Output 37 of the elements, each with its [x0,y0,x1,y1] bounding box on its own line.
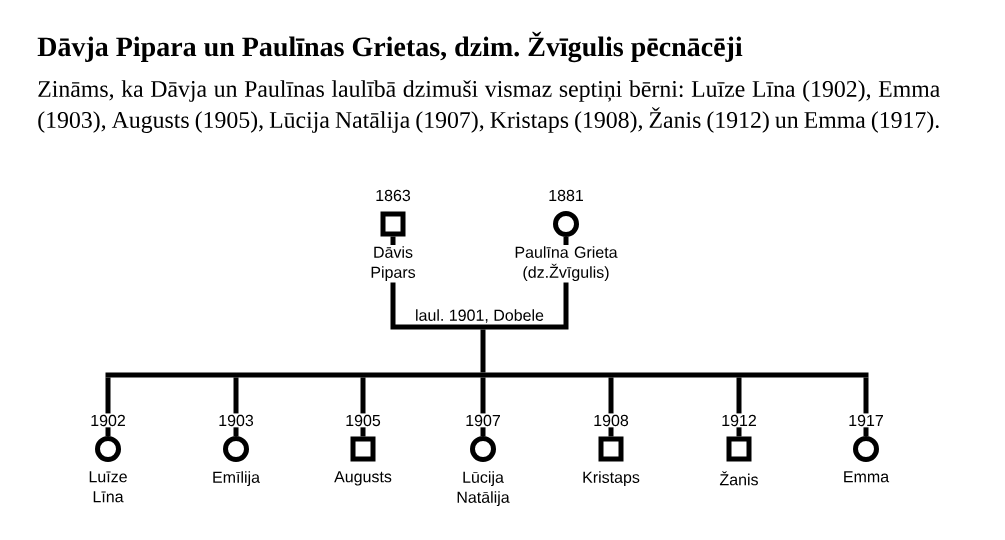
year-label: 1903 [219,414,254,427]
sibling-line [739,372,869,378]
descent-line [863,377,869,414]
sibling-line [483,372,611,378]
descent-line [360,377,366,414]
descent-line [480,377,486,414]
sibling-line [105,372,236,378]
edge-label: laul. 1901, Dobele [416,309,544,323]
year-label: 1917 [849,414,883,427]
name-label: Emīlija [213,471,260,487]
name-label: Žanis [719,471,758,486]
year-label: 1912 [722,414,756,427]
year-label: 1907 [466,414,500,427]
marriage-line [483,282,569,330]
descent-line [105,377,111,414]
sibling-line [611,372,739,378]
year-label: 1863 [376,189,411,202]
name-label: Augusts [334,471,392,486]
descent-line [736,377,742,414]
year-label: 1881 [549,189,583,202]
descent-line [480,329,486,373]
name-label: Paulīna Grieta (dz.Žvīgulis) [515,246,618,282]
name-label: Emma [844,471,890,483]
sibling-line [236,372,363,378]
year-label: 1905 [346,414,381,427]
paragraph: Zināms, ka Dāvja un Paulīnas laulībā dzimuši vismaz septiņi bērni: Luīze Līna (1902), Emma (1903), Augusts (1905), Lūcija Natālija (1907), Kristaps (1908), Žanis (1912) un Emma (1917). [38,80,940,133]
title: Dāvja Pipara un Paulīnas Grietas, dzim. Žvīgulis pēcnācēji [37,31,743,63]
name-label: Lūcija Natālija [457,471,510,507]
name-label: Luīze Līna [89,471,127,503]
year-label: 1908 [594,414,629,427]
sibling-line [363,372,483,378]
descent-line [233,377,239,414]
name-label: Kristaps [583,471,640,487]
descent-line [608,377,614,414]
name-label: Dāvis Pipars [371,246,416,282]
year-label: 1902 [91,414,125,427]
marriage-line [390,282,483,330]
